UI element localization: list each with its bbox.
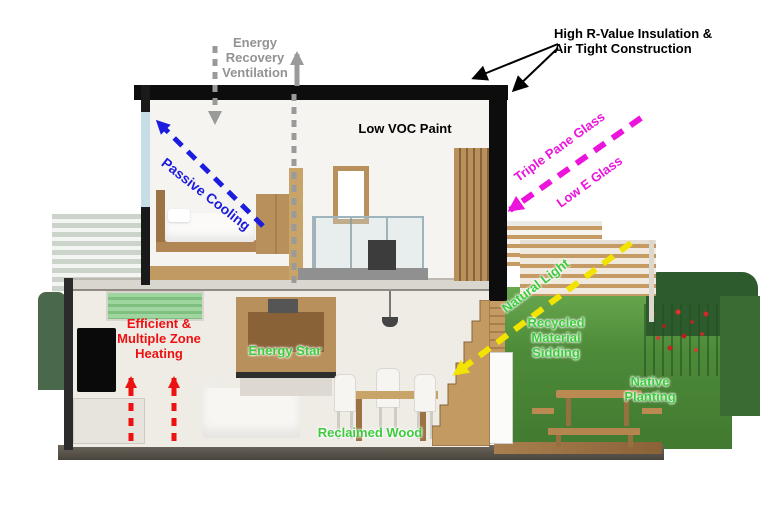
pergola-post xyxy=(649,240,654,322)
media-cabinet xyxy=(73,398,145,444)
kitchen-alcove xyxy=(248,312,324,352)
label-triple-pane-glass: Triple Pane Glass xyxy=(511,108,608,185)
bedroom-floor xyxy=(150,266,298,280)
staircase xyxy=(432,300,490,446)
sofa xyxy=(202,388,300,438)
native-flower-bed xyxy=(644,304,718,376)
lower-left-wall xyxy=(64,278,73,450)
dining-chair xyxy=(414,374,436,439)
label-energy-recovery-ventilation: Energy Recovery Ventilation xyxy=(222,35,288,80)
label-reclaimed-wood: Reclaimed Wood xyxy=(317,425,423,440)
bed-pillow xyxy=(168,209,190,222)
outdoor-bench xyxy=(548,428,640,435)
left-shrub xyxy=(38,292,66,390)
insulation-pointer-roof xyxy=(471,43,559,81)
landing-floor-edge xyxy=(298,268,428,280)
outdoor-table-leg xyxy=(624,398,629,426)
label-recycled-material-sidding: Recycled Material Sidding xyxy=(527,315,585,360)
interior-window-frame xyxy=(333,166,369,224)
insulation-pointer-wall xyxy=(511,47,559,93)
label-high-r-value-insulation: High R-Value Insulation & Air Tight Cons… xyxy=(554,26,713,56)
outdoor-bench xyxy=(532,408,554,414)
kitchen-island xyxy=(240,378,332,396)
insulated-roof xyxy=(134,85,508,100)
pendant-light xyxy=(382,317,398,327)
dining-chair xyxy=(334,374,356,439)
label-energy-star: Energy Star xyxy=(248,343,322,358)
pendant-light-cord xyxy=(389,291,391,319)
television xyxy=(77,328,116,392)
wood-slat-stair-wall xyxy=(454,148,489,281)
kitchen-countertop xyxy=(236,372,336,378)
dining-table-leg xyxy=(356,399,362,441)
bed-headboard xyxy=(156,190,165,242)
label-low-voc-paint: Low VOC Paint xyxy=(358,121,452,136)
label-efficient-multiple-zone-heating: Efficient & Multiple Zone Heating xyxy=(117,316,201,361)
bedroom-window xyxy=(141,112,150,207)
dining-table xyxy=(346,391,438,399)
outdoor-bench-leg xyxy=(628,435,633,447)
wood-column xyxy=(289,168,303,280)
dining-chair xyxy=(376,368,400,435)
wood-deck xyxy=(494,442,662,454)
range-hood xyxy=(268,299,298,313)
bed-platform xyxy=(156,240,266,252)
shaded-window xyxy=(106,291,204,321)
landing-panel xyxy=(368,240,396,270)
outdoor-bench-leg xyxy=(556,435,561,447)
far-right-foliage xyxy=(720,296,760,416)
outdoor-table xyxy=(556,390,642,398)
outdoor-bench xyxy=(642,408,662,414)
outdoor-table-leg xyxy=(566,398,571,426)
label-native-planting: Native Planting xyxy=(624,374,676,404)
